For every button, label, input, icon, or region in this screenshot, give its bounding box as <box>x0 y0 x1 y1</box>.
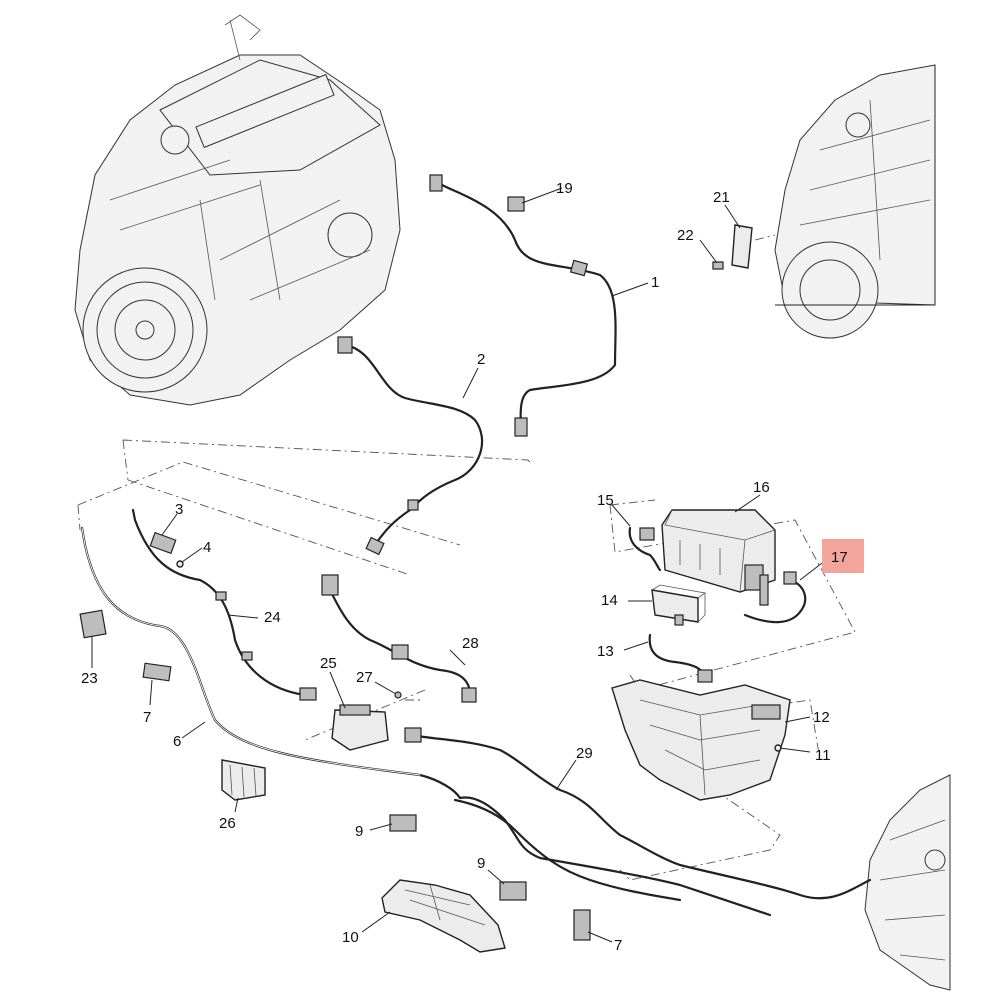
transmission-partial-illustration <box>864 774 951 991</box>
clips-and-fasteners <box>79 196 782 953</box>
canister-hoses <box>628 526 807 683</box>
engine-partial-illustration <box>774 64 936 339</box>
callout-19: 19 <box>556 180 573 197</box>
callout-12: 12 <box>813 709 830 726</box>
hose-2 <box>337 336 484 556</box>
line-6 <box>80 526 772 917</box>
callout-15: 15 <box>597 492 614 509</box>
callout-21: 21 <box>713 189 730 206</box>
purge-valve <box>651 584 707 626</box>
hose-1 <box>429 174 617 437</box>
callout-11: 11 <box>815 747 831 764</box>
callout-6: 6 <box>173 733 181 750</box>
line-24 <box>131 508 317 701</box>
callout-26: 26 <box>219 815 236 832</box>
callout-4: 4 <box>203 539 211 556</box>
callout-27: 27 <box>356 669 373 686</box>
callout-29: 29 <box>576 745 593 762</box>
callout-25: 25 <box>320 655 337 672</box>
callout-17-highlight <box>822 539 864 573</box>
leader-lines <box>91 187 827 943</box>
callout-2: 2 <box>477 351 485 368</box>
callout-7-bottom: 7 <box>614 937 622 954</box>
callout-7-left: 7 <box>143 709 151 726</box>
callout-28: 28 <box>462 635 479 652</box>
callout-3: 3 <box>175 501 183 518</box>
callout-9-lower: 9 <box>477 855 485 872</box>
callout-numbers: 1 2 3 4 6 7 7 9 9 10 11 12 13 14 15 16 1… <box>81 180 848 954</box>
callout-24: 24 <box>264 609 281 626</box>
engine-assembly-illustration <box>74 14 401 406</box>
evap-canister <box>661 509 776 606</box>
callout-10: 10 <box>342 929 359 946</box>
callout-17: 17 <box>831 549 848 566</box>
canister-bracket <box>611 679 791 801</box>
callout-14: 14 <box>601 592 618 609</box>
callout-13: 13 <box>597 643 614 660</box>
callout-1: 1 <box>651 274 659 291</box>
callout-23: 23 <box>81 670 98 687</box>
callout-9-upper: 9 <box>355 823 363 840</box>
callout-16: 16 <box>753 479 770 496</box>
hose-28 <box>321 574 477 703</box>
callout-22: 22 <box>677 227 694 244</box>
line-29 <box>404 727 872 902</box>
